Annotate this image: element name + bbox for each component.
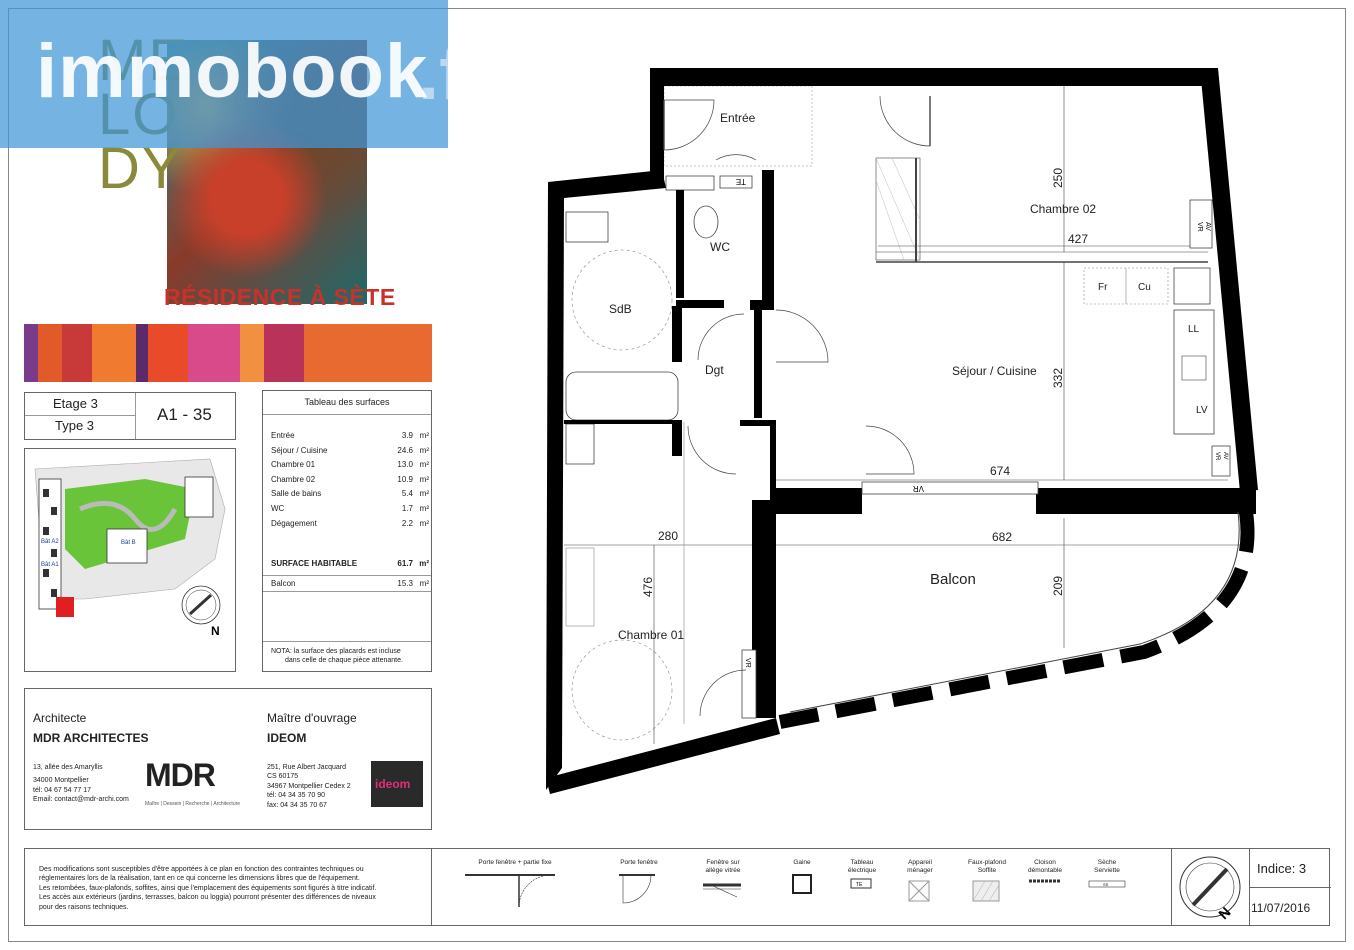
svg-text:VR: VR [744,658,751,668]
dim-332: 332 [1051,368,1065,388]
poster-stripe [148,324,188,382]
fixture-fr: Fr [1098,282,1108,293]
surfaces-note: NOTA: la surface des placards est inclus… [271,648,403,665]
poster-stripes [24,324,432,382]
te-mark: TE [736,177,746,186]
svg-text:SS: SS [1103,882,1109,887]
architect-heading: Architecte [33,711,87,725]
poster-stripe [304,324,432,382]
poster-subtitle: RÉSIDENCE À SÈTE [164,284,396,310]
dim-209: 209 [1051,576,1065,596]
poster-stripe [188,324,240,382]
svg-text:AV: AV [1204,222,1211,231]
legend-porte-fenetre-fixe: Porte fenêtre + partie fixe [465,859,565,910]
room-chambre02: Chambre 02 [1030,202,1096,216]
surfaces-title: Tableau des surfaces [263,391,431,415]
legend-gaine: Gaine [787,859,817,900]
legend-porte-fenetre: Porte fenêtre [619,859,659,910]
svg-text:VR: VR [913,484,924,493]
legend-faux-plafond: Faux-plafond Soffite [965,859,1009,907]
ideom-logo: ideom [371,761,423,807]
indice-label: Indice: 3 [1257,861,1307,876]
svg-text:VR: VR [1196,222,1203,232]
room-entree: Entrée [720,111,756,125]
legend-block: Des modifications sont susceptibles d'êt… [24,848,1331,926]
legend-cloison: Cloison démontable [1028,859,1062,883]
svg-text:AV: AV [1222,452,1228,460]
mdr-tagline: Maître | Dessein | Recherche | Architect… [145,801,241,807]
svg-text:VR: VR [1214,452,1220,461]
lot-number: A1 - 35 [157,405,212,424]
dim-427: 427 [1068,232,1088,246]
watermark-banner [0,0,448,148]
dim-250: 250 [1051,168,1065,188]
watermark-brand: immobook [36,29,429,114]
legend-fenetre-allege: Fenêtre sur allège vitrée [701,859,745,907]
room-sdb: SdB [609,302,632,316]
north-compass: N [1179,856,1241,922]
type-label: Type 3 [55,418,95,433]
poster-stripe [136,324,148,382]
site-label-b: Bât B [121,540,136,546]
watermark-tld: .fr [418,31,494,116]
poster-stripe [264,324,304,382]
poster-stripe [24,324,38,382]
room-sejour: Séjour / Cuisine [952,364,1037,378]
site-label-a1: Bât A1 [41,562,59,568]
poster-stripe [92,324,136,382]
legend-tableau-electrique: Tableau électrique TE [847,859,877,889]
mdr-logo: MDR [145,757,216,793]
legend-appareil-menager: Appareil ménager [903,859,937,907]
floor-info-box: Etage 3 Type 3 A1 - 35 [24,392,236,440]
fixture-ll: LL [1188,324,1200,335]
page-frame [8,8,1346,942]
room-balcon: Balcon [930,571,976,588]
credits-box: Architecte MDR ARCHITECTES 13, allée des… [24,688,432,830]
poster-stripe [240,324,264,382]
fixture-lv: LV [1196,405,1208,416]
site-plan: N Bât A2 Bât A1 Bât B [24,448,236,672]
dim-280: 280 [658,529,678,543]
legend-seche-serviette: Sèche Serviette SS [1085,859,1129,893]
north-label: N [1215,904,1233,922]
owner-name: IDEOM [267,731,307,745]
fixture-cu: Cu [1138,282,1151,293]
dim-476: 476 [641,577,655,597]
floor-plan: TE VR VR AV VR [546,68,1258,794]
svg-text:TE: TE [856,882,863,888]
site-label-a2: Bât A2 [41,539,59,545]
room-dgt: Dgt [705,363,724,377]
architect-address: 13, allée des Amaryllis 34000 Montpellie… [33,764,129,804]
disclaimer-text: Des modifications sont susceptibles d'êt… [39,866,377,911]
architect-name: MDR ARCHITECTES [33,731,149,745]
dim-682: 682 [992,530,1012,544]
owner-heading: Maître d'ouvrage [267,711,357,725]
room-wc: WC [710,240,730,254]
floor-label: Etage 3 [53,396,98,411]
poster-stripe [38,324,62,382]
plan-date: 11/07/2016 [1251,901,1311,915]
site-north-label: N [211,624,220,638]
owner-address: 251, Rue Albert Jacquard CS 60175 34967 … [267,764,351,809]
dim-674: 674 [990,464,1010,478]
room-chambre01: Chambre 01 [618,628,684,642]
poster-stripe [62,324,92,382]
